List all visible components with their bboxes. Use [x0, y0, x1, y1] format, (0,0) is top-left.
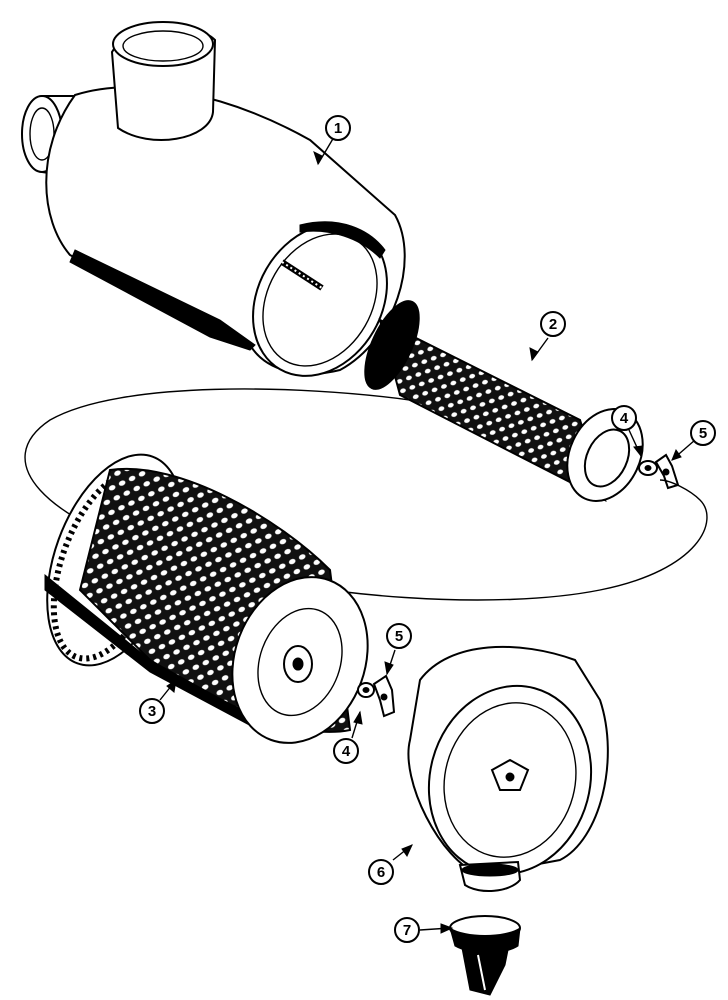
- callout-1: 1: [325, 115, 351, 141]
- callout-4-lower: 4: [333, 738, 359, 764]
- end-cover-part-6: [407, 645, 609, 892]
- svg-text:4: 4: [342, 743, 351, 760]
- svg-text:5: 5: [699, 425, 707, 442]
- svg-text:3: 3: [148, 703, 156, 720]
- svg-text:4: 4: [620, 410, 629, 427]
- housing-part-1: [21, 21, 406, 377]
- callout-5-lower: 5: [386, 623, 412, 649]
- leader-lines: [159, 136, 696, 934]
- svg-text:6: 6: [377, 864, 385, 881]
- callout-4-upper: 4: [611, 405, 637, 431]
- callout-6: 6: [368, 859, 394, 885]
- dust-valve-part-7: [449, 915, 521, 996]
- washer-part-4-lower: [357, 682, 375, 698]
- svg-text:1: 1: [334, 120, 342, 137]
- inner-element-part-2: [364, 300, 644, 502]
- washer-part-4-upper: [638, 460, 658, 476]
- svg-text:5: 5: [395, 628, 403, 645]
- callout-2: 2: [540, 311, 566, 337]
- callout-7: 7: [394, 917, 420, 943]
- callout-5-upper: 5: [690, 420, 716, 446]
- callout-3: 3: [139, 698, 165, 724]
- wing-nut-part-5-lower: [372, 674, 396, 718]
- svg-text:2: 2: [549, 316, 557, 333]
- svg-text:7: 7: [403, 922, 411, 939]
- primary-element-part-3: [44, 453, 369, 744]
